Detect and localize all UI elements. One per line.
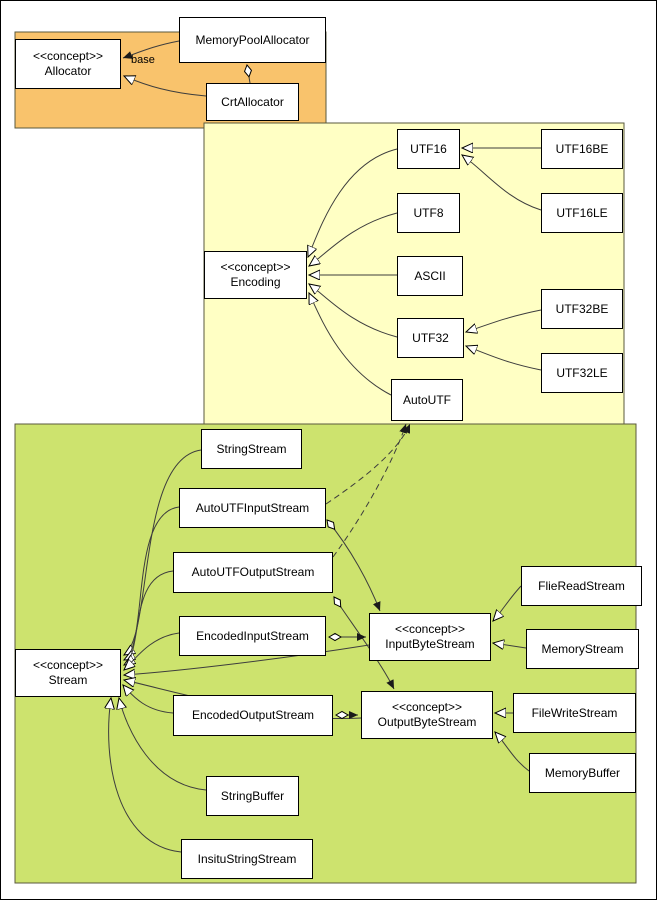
node-string-stream: StringStream <box>201 429 302 469</box>
node-output-byte-stream-concept: <<concept>> OutputByteStream <box>361 691 493 739</box>
edge-utf32le-utf32 <box>466 346 542 371</box>
node-label: MemoryStream <box>541 641 624 656</box>
node-input-byte-stream-concept: <<concept>> InputByteStream <box>369 613 491 661</box>
node-label: Stream <box>48 673 88 687</box>
edge-crtallocator-allocator <box>124 76 207 97</box>
edge-encodedinputstream-stream <box>124 632 180 670</box>
node-auto-utf: AutoUTF <box>391 379 463 421</box>
node-label: UTF8 <box>413 205 444 220</box>
node-label: ASCII <box>414 268 446 283</box>
node-stereotype: <<concept>> <box>220 260 291 274</box>
node-utf32: UTF32 <box>397 318 464 358</box>
node-label: UTF32LE <box>556 365 608 380</box>
node-memory-pool-allocator: MemoryPoolAllocator <box>179 17 326 63</box>
node-allocator-concept: <<concept>> Allocator <box>15 39 121 89</box>
node-label: StringStream <box>216 441 287 456</box>
node-label: UTF16LE <box>556 205 608 220</box>
node-utf32be: UTF32BE <box>541 289 623 329</box>
edge-memorystream-inputbytestream <box>493 643 527 648</box>
node-encoded-input-stream: EncodedInputStream <box>179 616 326 656</box>
node-label: AutoUTFInputStream <box>195 500 310 515</box>
node-label: AutoUTFOutputStream <box>191 565 315 579</box>
edge-autoutfinputstream-stream <box>124 506 180 660</box>
node-label: UTF16BE <box>555 141 609 156</box>
edge-autoutf-encoding <box>309 293 392 396</box>
node-label: UTF16 <box>410 141 447 156</box>
node-ascii: ASCII <box>397 256 463 296</box>
node-utf16be: UTF16BE <box>541 129 623 169</box>
edge-stringstream-stream <box>124 449 202 655</box>
node-insitu-string-stream: InsituStringStream <box>181 839 313 879</box>
node-stereotype: <<concept>> <box>32 658 104 672</box>
node-label: Encoding <box>230 275 281 289</box>
node-stereotype: <<concept>> <box>391 700 463 714</box>
edge-memorypoolallocator-allocator-base <box>122 40 180 59</box>
edge-utf32be-utf32 <box>466 309 542 332</box>
edge-utf16le-utf16 <box>462 155 542 211</box>
node-label: AutoUTF <box>402 392 451 407</box>
node-memory-buffer: MemoryBuffer <box>529 753 636 793</box>
node-label: InputByteStream <box>385 637 475 651</box>
edge-stringbuffer-stream <box>119 698 207 791</box>
node-label: StringBuffer <box>220 788 285 803</box>
node-label: InsituStringStream <box>197 851 297 866</box>
edge-label-base: base <box>131 54 155 66</box>
node-label: OutputByteStream <box>377 715 477 729</box>
node-file-write-stream: FileWriteStream <box>513 693 636 733</box>
node-label: UTF32BE <box>555 301 609 316</box>
node-label: Allocator <box>44 64 92 78</box>
node-string-buffer: StringBuffer <box>206 776 299 816</box>
edge-insitustringstream-stream <box>109 698 182 853</box>
node-stereotype: <<concept>> <box>394 622 466 636</box>
node-utf8: UTF8 <box>397 193 460 233</box>
edge-utf8-encoding <box>309 212 398 266</box>
edge-autoutfoutputstream-outputbytestream <box>333 596 395 690</box>
edge-utf16-encoding <box>308 148 398 257</box>
edge-memorybuffer-outputbytestream <box>495 732 530 772</box>
node-encoding-concept: <<concept>> Encoding <box>204 251 307 299</box>
node-utf16le: UTF16LE <box>541 193 623 233</box>
node-auto-utf-output-stream: AutoUTFOutputStream <box>173 552 333 593</box>
node-crt-allocator: CrtAllocator <box>206 83 299 121</box>
node-flie-read-stream: FlieReadStream <box>521 566 642 606</box>
node-auto-utf-input-stream: AutoUTFInputStream <box>179 488 326 528</box>
node-utf32le: UTF32LE <box>541 353 623 393</box>
node-label: MemoryPoolAllocator <box>195 32 310 47</box>
edge-utf32-encoding <box>309 284 398 338</box>
node-label: EncodedOutputStream <box>191 708 315 722</box>
node-stereotype: <<concept>> <box>32 49 104 63</box>
node-stream-concept: <<concept>> Stream <box>15 649 121 697</box>
node-label: UTF32 <box>412 330 449 345</box>
node-encoded-output-stream: EncodedOutputStream <box>173 695 333 736</box>
node-label: MemoryBuffer <box>544 765 621 780</box>
edge-fliereadstream-inputbytestream <box>493 585 522 621</box>
node-utf16: UTF16 <box>397 129 460 169</box>
node-label: CrtAllocator <box>221 94 284 109</box>
node-label: FileWriteStream <box>531 705 618 720</box>
edge-encodedoutputstream-stream <box>123 685 174 714</box>
edge-crtallocator-memorypoolallocator-aggregation <box>243 64 253 84</box>
node-label: FlieReadStream <box>538 578 625 593</box>
node-label: EncodedInputStream <box>196 628 309 643</box>
edge-autoutfinputstream-autoutf-dependency <box>325 423 411 505</box>
node-memory-stream: MemoryStream <box>526 629 639 669</box>
